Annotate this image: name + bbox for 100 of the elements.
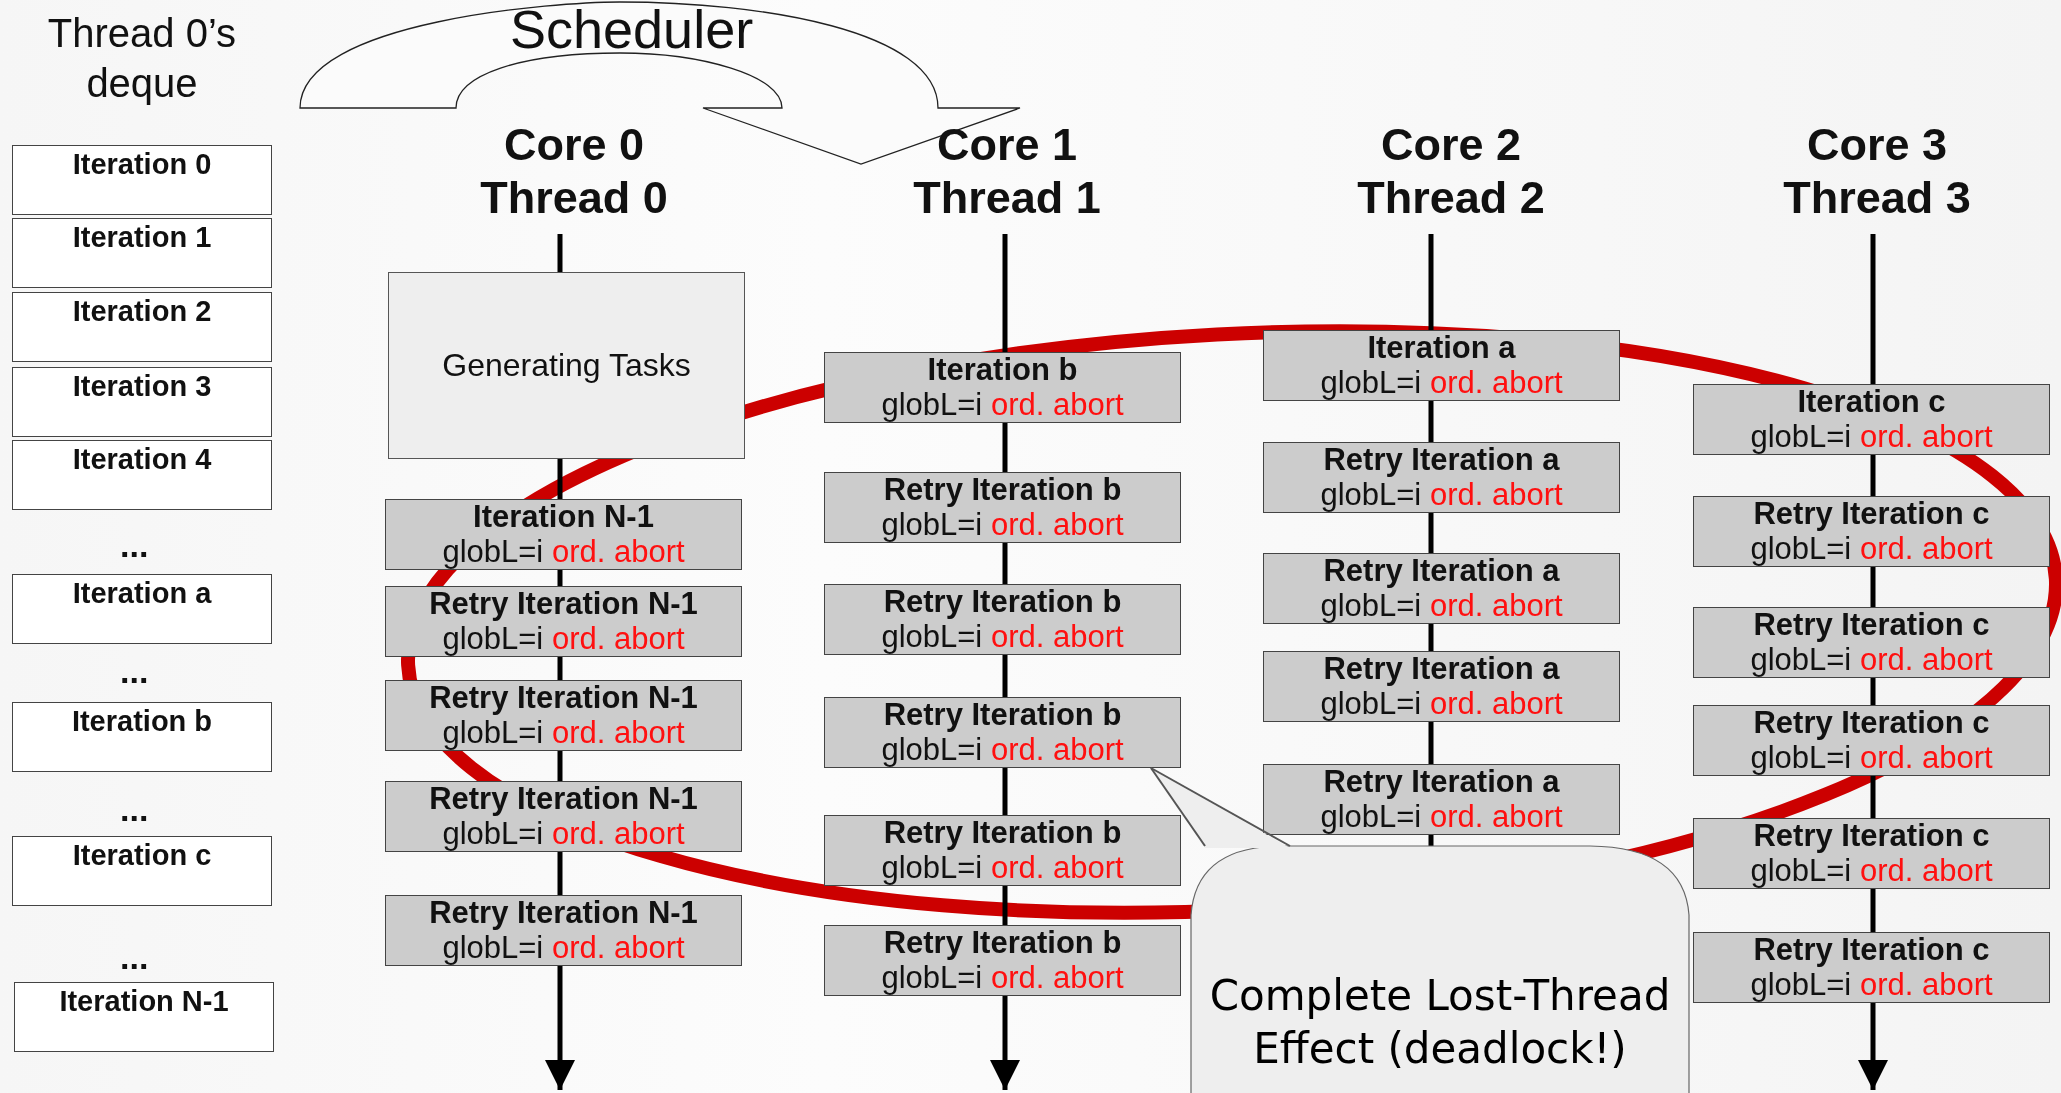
iteration-title: Retry Iteration a [1323, 553, 1560, 589]
box-text: Generating Tasks [442, 347, 691, 384]
abort-text: ord. abort [551, 534, 685, 570]
lock-state-text: globL=i [442, 621, 544, 657]
iteration-title: Retry Iteration c [1753, 607, 1990, 643]
abort-text: ord. abort [990, 387, 1124, 423]
speech-bubble [1190, 845, 1690, 1093]
lock-state-text: globL=i [1320, 588, 1422, 624]
abort-text: ord. abort [990, 507, 1124, 543]
lock-state-text: globL=i [881, 960, 983, 996]
task-box [1263, 651, 1620, 722]
lock-state-text: globL=i [1750, 531, 1852, 567]
task-box [385, 586, 742, 657]
task-box [1693, 607, 2050, 678]
iteration-title: Retry Iteration b [883, 697, 1122, 733]
core-heading: Core 2 Thread 2 [1356, 118, 1546, 225]
task-box [385, 680, 742, 751]
core-heading: Core 1 Thread 1 [912, 118, 1102, 225]
abort-text: ord. abort [551, 930, 685, 966]
task-box [1693, 496, 2050, 567]
abort-text: ord. abort [1429, 588, 1563, 624]
deque-entry-box [12, 292, 272, 362]
lock-state-text: globL=i [1750, 740, 1852, 776]
ellipsis-text: ... [120, 654, 149, 688]
task-box [1693, 384, 2050, 455]
iteration-title: Retry Iteration c [1753, 496, 1990, 532]
iteration-label: Iteration b [71, 705, 213, 738]
iteration-title: Retry Iteration c [1753, 932, 1990, 968]
iteration-label: Iteration 3 [72, 370, 212, 403]
core-heading: Core 0 Thread 0 [479, 118, 669, 225]
deque-entry-box [12, 145, 272, 215]
iteration-label: Iteration N-1 [59, 985, 229, 1018]
iteration-title: Retry Iteration N-1 [429, 680, 698, 716]
iteration-title: Retry Iteration N-1 [429, 895, 698, 931]
ellipsis-text: ... [120, 940, 149, 974]
abort-text: ord. abort [1429, 477, 1563, 513]
lock-state-text: globL=i [1320, 477, 1422, 513]
scheduler-label: Scheduler [510, 0, 754, 60]
task-box [1693, 932, 2050, 1003]
abort-text: ord. abort [551, 621, 685, 657]
task-box [1263, 442, 1620, 513]
lock-state-text: globL=i [881, 850, 983, 886]
iteration-label: Iteration c [72, 839, 212, 872]
lock-state-text: globL=i [442, 816, 544, 852]
abort-text: ord. abort [1859, 853, 1993, 889]
ellipsis-text: ... [120, 792, 149, 826]
iteration-title: Iteration b [927, 352, 1078, 388]
task-box [1263, 764, 1620, 835]
iteration-title: Retry Iteration b [883, 584, 1122, 620]
lock-state-text: globL=i [1320, 365, 1422, 401]
iteration-title: Iteration N-1 [473, 499, 654, 535]
iteration-title: Iteration a [1367, 330, 1516, 366]
iteration-label: Iteration 2 [72, 295, 212, 328]
iteration-title: Retry Iteration b [883, 472, 1122, 508]
abort-text: ord. abort [1429, 799, 1563, 835]
iteration-title: Retry Iteration a [1323, 442, 1560, 478]
abort-text: ord. abort [1859, 419, 1993, 455]
lock-state-text: globL=i [1750, 967, 1852, 1003]
iteration-title: Retry Iteration b [883, 925, 1122, 961]
deque-entry-box [12, 574, 272, 644]
process-box [388, 272, 745, 459]
callout-text: Complete Lost-Thread Effect (deadlock!) [1208, 970, 1672, 1075]
task-box [824, 925, 1181, 996]
lock-state-text: globL=i [1750, 853, 1852, 889]
task-box [1263, 553, 1620, 624]
task-box [1263, 330, 1620, 401]
deque-entry-box [12, 440, 272, 510]
ellipsis-text: ... [120, 528, 149, 562]
abort-text: ord. abort [1859, 740, 1993, 776]
iteration-title: Iteration c [1797, 384, 1946, 420]
lock-state-text: globL=i [442, 930, 544, 966]
task-box [824, 584, 1181, 655]
task-box [1693, 818, 2050, 889]
abort-text: ord. abort [1859, 531, 1993, 567]
lock-state-text: globL=i [1750, 419, 1852, 455]
deque-entry-box [14, 982, 274, 1052]
abort-text: ord. abort [1859, 642, 1993, 678]
deque-entry-box [12, 367, 272, 437]
lock-state-text: globL=i [1320, 686, 1422, 722]
abort-text: ord. abort [990, 619, 1124, 655]
iteration-title: Retry Iteration b [883, 815, 1122, 851]
iteration-title: Retry Iteration a [1323, 651, 1560, 687]
lock-state-text: globL=i [881, 507, 983, 543]
deque-entry-box [12, 218, 272, 288]
core-heading: Core 3 Thread 3 [1782, 118, 1972, 225]
lock-state-text: globL=i [442, 534, 544, 570]
deque-entry-box [12, 702, 272, 772]
lock-state-text: globL=i [881, 619, 983, 655]
task-box [385, 781, 742, 852]
iteration-title: Retry Iteration c [1753, 705, 1990, 741]
task-box [385, 499, 742, 570]
task-box [824, 352, 1181, 423]
iteration-title: Retry Iteration c [1753, 818, 1990, 854]
abort-text: ord. abort [551, 715, 685, 751]
abort-text: ord. abort [990, 960, 1124, 996]
task-box [824, 697, 1181, 768]
iteration-label: Iteration 4 [72, 443, 212, 476]
iteration-title: Retry Iteration N-1 [429, 781, 698, 817]
iteration-label: Iteration a [72, 577, 212, 610]
lock-state-text: globL=i [881, 732, 983, 768]
